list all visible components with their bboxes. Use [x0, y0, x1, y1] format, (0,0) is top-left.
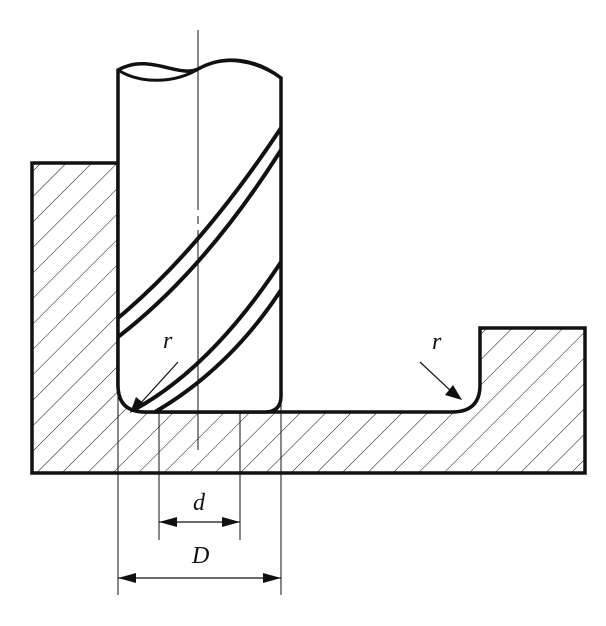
flute-lower-a [129, 260, 281, 412]
workpiece-section [30, 161, 587, 475]
large-diameter-label: D [191, 543, 209, 569]
dimension-d [159, 517, 240, 527]
extension-lines [117, 385, 282, 595]
flute-upper-b [118, 148, 281, 339]
radius-leader-left [130, 361, 179, 413]
dimension-D [118, 573, 281, 583]
flute-lines [118, 126, 281, 412]
corner-radius-right-label: r [432, 329, 442, 355]
end-mill-break-line [117, 59, 282, 82]
flute-lower-b [153, 288, 281, 412]
flute-upper-a [118, 126, 281, 320]
corner-radius-left-label: r [163, 328, 173, 354]
radius-leader-right [419, 361, 462, 400]
small-diameter-label: d [193, 490, 206, 516]
